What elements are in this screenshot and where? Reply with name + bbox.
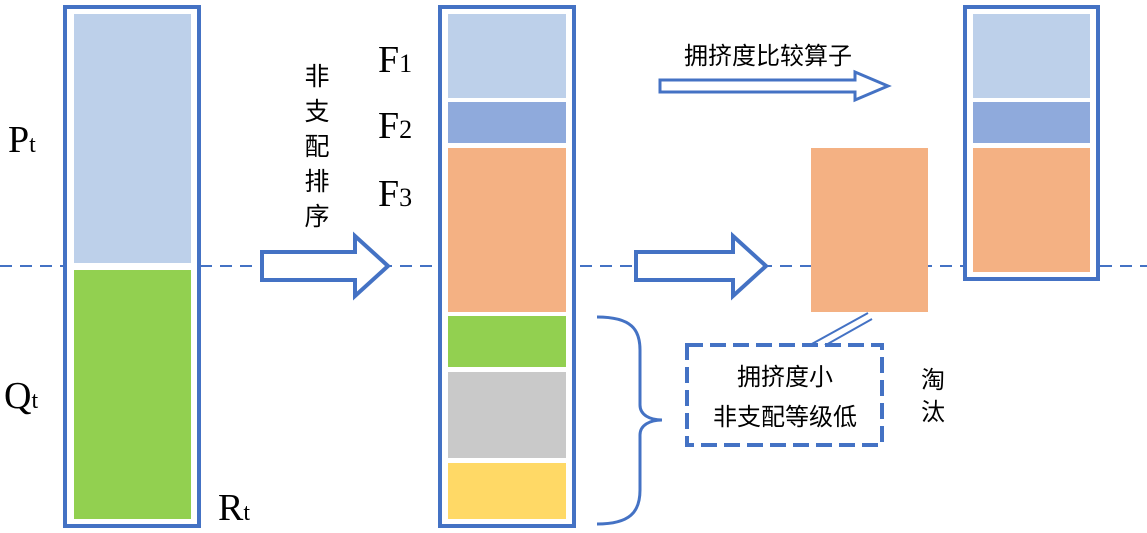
next-front-2-block bbox=[973, 102, 1090, 143]
svg-text:支: 支 bbox=[304, 97, 329, 126]
next-front-1-block bbox=[973, 14, 1090, 98]
label-q: Qt bbox=[4, 375, 38, 417]
label-r: Rt bbox=[218, 487, 250, 529]
front-6-block bbox=[448, 463, 566, 519]
parent-population-block bbox=[74, 14, 191, 263]
label-f3: F3 bbox=[378, 173, 412, 215]
front-2-block bbox=[448, 102, 566, 143]
label-f2: F2 bbox=[378, 105, 412, 147]
select-arrow bbox=[634, 231, 769, 301]
svg-text:淘: 淘 bbox=[921, 366, 945, 394]
label-f1: F1 bbox=[378, 39, 412, 81]
label-p: Pt bbox=[8, 119, 36, 161]
svg-text:序: 序 bbox=[304, 202, 329, 231]
criteria-box bbox=[685, 343, 884, 447]
svg-text:汰: 汰 bbox=[921, 398, 945, 426]
front-3-block bbox=[448, 148, 566, 312]
eliminated-label: 淘 汰 bbox=[921, 366, 945, 426]
sort-label: 非 支 配 排 序 bbox=[304, 62, 329, 231]
svg-text:排: 排 bbox=[304, 167, 329, 196]
front-3-split-block bbox=[811, 148, 928, 312]
criteria-line-2: 非支配等级低 bbox=[713, 403, 857, 431]
offspring-population-block bbox=[74, 270, 191, 519]
svg-text:配: 配 bbox=[304, 132, 329, 161]
criteria-line-1: 拥挤度小 bbox=[737, 363, 833, 391]
front-1-block bbox=[448, 14, 566, 98]
crowding-label: 拥挤度比较算子 bbox=[684, 42, 852, 70]
front-4-block bbox=[448, 316, 566, 367]
rejected-brace bbox=[596, 315, 663, 526]
front-5-block bbox=[448, 372, 566, 458]
crowding-arrow bbox=[658, 69, 892, 103]
next-front-3-block bbox=[973, 148, 1090, 272]
sort-arrow bbox=[260, 231, 391, 301]
svg-text:非: 非 bbox=[304, 62, 329, 91]
